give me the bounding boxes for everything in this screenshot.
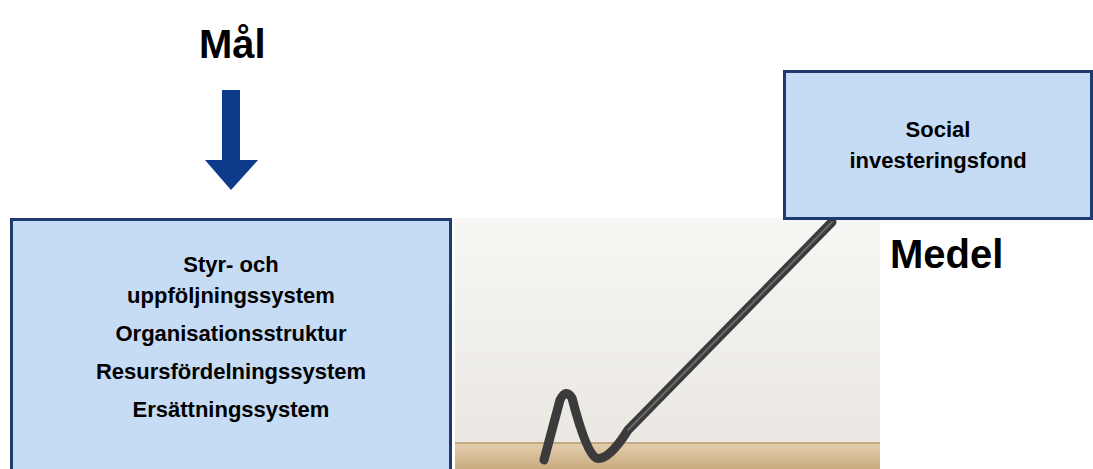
box-text: Styr- och uppföljningssystem: [101, 249, 361, 311]
box-text: Organisationsstruktur: [115, 318, 346, 349]
box-text: Resursfördelningssystem: [96, 356, 366, 387]
goal-box: Styr- och uppföljningssystemOrganisation…: [10, 218, 452, 469]
down-arrow: [205, 90, 258, 190]
goal-heading: Mål: [199, 22, 266, 67]
means-box: Social investeringsfond: [783, 70, 1093, 220]
box-text: Social investeringsfond: [818, 114, 1058, 176]
box-text: Ersättningssystem: [133, 394, 330, 425]
crowbar-photo: [455, 218, 880, 469]
means-label: Medel: [890, 232, 1003, 277]
